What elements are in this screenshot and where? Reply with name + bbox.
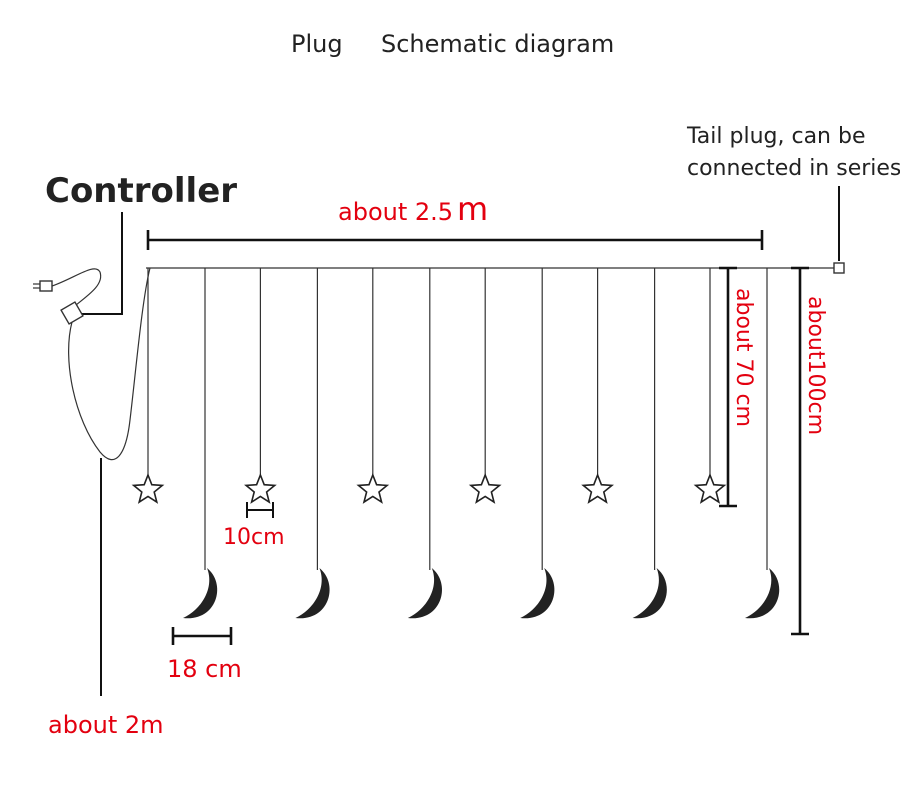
length-unit: m — [457, 190, 488, 228]
cable-length-label: about 2m — [48, 711, 164, 739]
plug-label: Plug — [291, 30, 343, 58]
controller-box — [60, 301, 84, 325]
diagram-title: Schematic diagram — [381, 30, 614, 58]
star-icon — [244, 472, 277, 504]
star-spacing-label: 10cm — [223, 525, 285, 550]
tail-plug-label-line2: connected in series — [687, 156, 900, 181]
drop-long-label: about100cm — [803, 296, 828, 435]
drop-short-label: about 70 cm — [731, 288, 756, 427]
tail-plug-icon — [833, 262, 845, 274]
pendant-strands — [131, 268, 780, 619]
drop-short-dimension — [719, 266, 737, 508]
moon-icon — [745, 568, 780, 619]
star-icon — [131, 472, 165, 504]
star-icon — [468, 472, 502, 504]
drop-long-dimension — [791, 266, 809, 636]
moon-icon — [183, 568, 218, 619]
controller-leader-line — [82, 212, 123, 315]
plug-icon — [33, 280, 53, 292]
controller-cable — [68, 267, 151, 461]
moon-spacing-dimension — [171, 627, 233, 645]
tail-plug-label-line1: Tail plug, can be — [686, 124, 865, 149]
moon-spacing-label: 18 cm — [167, 655, 242, 683]
star-icon — [581, 472, 614, 504]
moon-icon — [632, 568, 667, 619]
moon-icon — [295, 568, 330, 619]
moon-icon — [407, 568, 443, 619]
power-cable — [51, 268, 102, 306]
moon-icon — [520, 568, 555, 619]
star-icon — [356, 472, 390, 504]
controller-label: Controller — [45, 171, 237, 211]
star-icon — [693, 472, 727, 504]
length-dimension — [146, 230, 764, 250]
star-spacing-dimension — [246, 502, 274, 518]
